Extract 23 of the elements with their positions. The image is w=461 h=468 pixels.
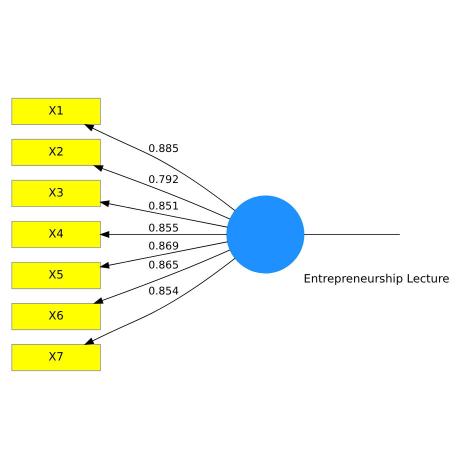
arrow: [93, 164, 230, 219]
arrow: [93, 249, 230, 304]
node-box: X1: [11, 97, 101, 124]
node-box: X7: [11, 344, 101, 371]
node-box: X2: [11, 138, 101, 166]
arrow: [99, 230, 228, 238]
node-box: X3: [11, 179, 101, 206]
edge-label: 0.869: [148, 239, 179, 252]
arrow: [84, 257, 236, 344]
node-circle: [226, 195, 304, 273]
edge-label: 0.855: [148, 221, 179, 234]
arrow: [99, 200, 228, 228]
arrow: [99, 240, 228, 268]
edge-label: 0.851: [148, 198, 179, 212]
node-label: Entrepreneurship Lecture: [304, 270, 450, 285]
arrow: [84, 124, 236, 211]
edge-label: 0.854: [148, 284, 179, 298]
node-box: X5: [11, 261, 101, 289]
edge-label: 0.792: [148, 172, 179, 186]
node-box: X4: [11, 220, 101, 248]
node-box: X6: [11, 302, 101, 330]
edge-label: 0.865: [148, 258, 179, 271]
edge-label: 0.885: [148, 141, 179, 154]
